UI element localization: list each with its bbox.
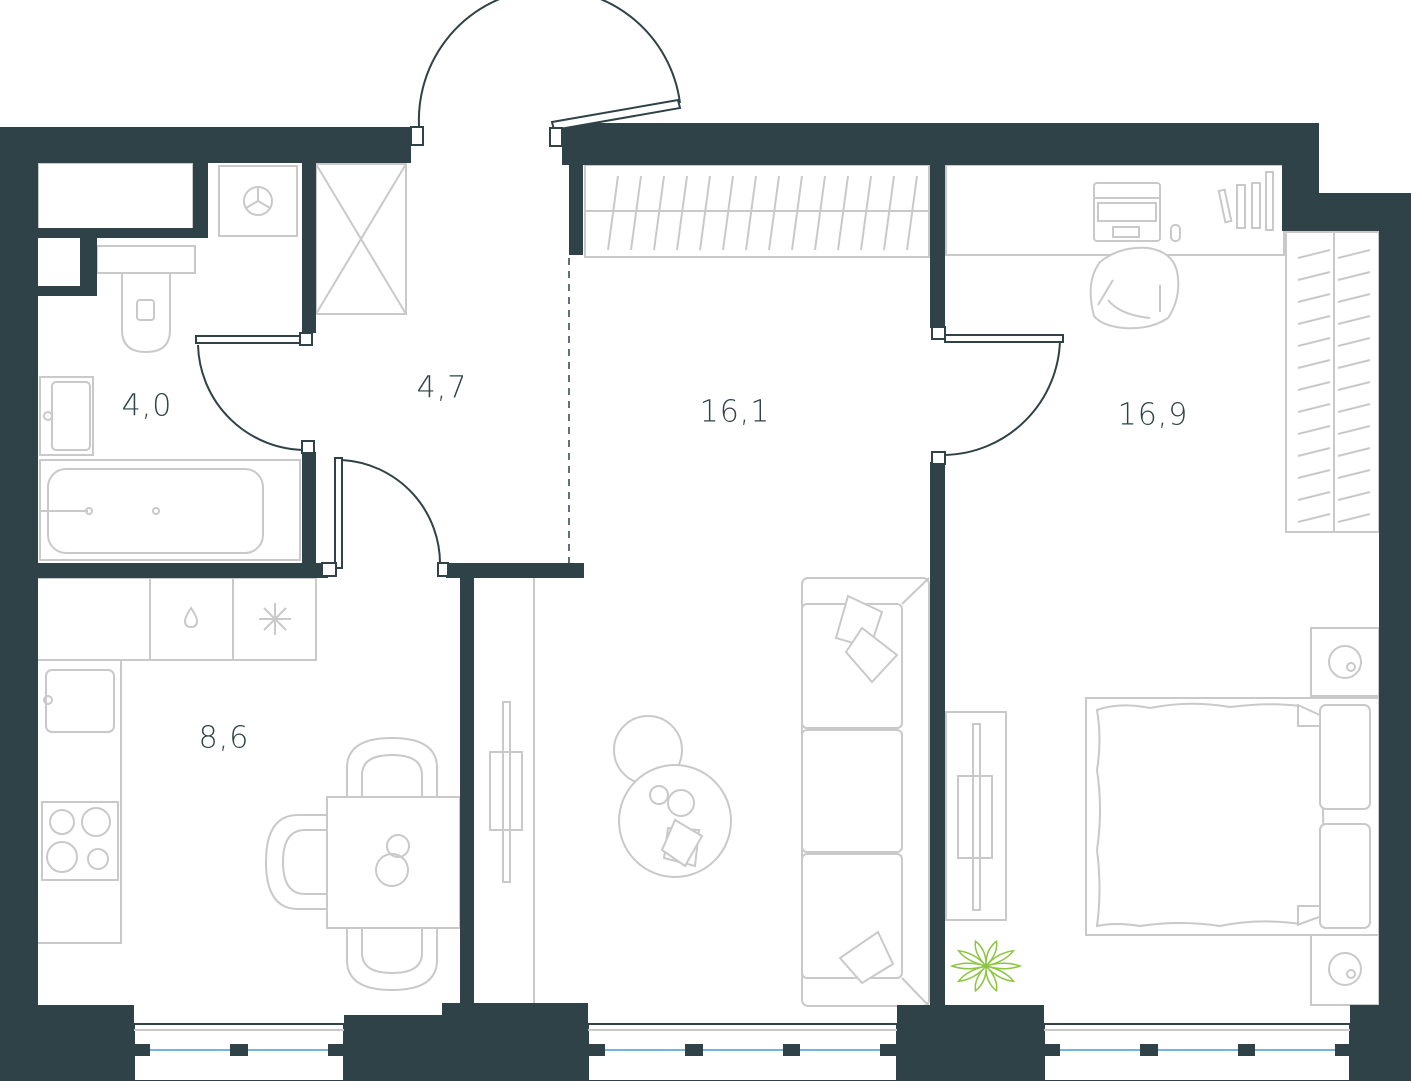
plant-leaf (949, 962, 987, 970)
coffee-table (613, 715, 732, 878)
hatch-line (1337, 491, 1371, 501)
hatch-line (1337, 447, 1371, 457)
hatch-line (1337, 293, 1371, 303)
hatch-line (1337, 271, 1371, 281)
hatch-line (1297, 491, 1331, 501)
hatch-line (1297, 447, 1331, 457)
hatch-line (1297, 293, 1331, 303)
dining-set (264, 736, 461, 992)
washing-machine-icon (218, 165, 298, 237)
plant-leaf (974, 939, 987, 967)
entrance-door (410, 0, 682, 147)
kitchen-sink-icon (43, 669, 115, 733)
shower-cabin-icon (315, 163, 407, 315)
hatch-line (1337, 359, 1371, 369)
doors (195, 0, 1064, 577)
hatch-line (1337, 403, 1371, 413)
tv-stand (945, 711, 1007, 921)
storage-box (37, 162, 194, 234)
hatch-line (883, 175, 895, 251)
plant-leaf (956, 949, 987, 967)
plant-leaf (974, 965, 987, 993)
bathtub-icon (39, 459, 301, 561)
hatch-line (1297, 469, 1331, 479)
hatch-line (1297, 359, 1331, 369)
bed (1085, 697, 1380, 936)
hatch-line (630, 175, 642, 251)
hatch-line (1297, 337, 1331, 347)
hatch-line (1337, 469, 1371, 479)
toilet-icon (96, 245, 196, 354)
bathroom-door (195, 332, 315, 454)
hatch-line (768, 175, 780, 251)
hatch-line (653, 175, 665, 251)
hatch-line (1297, 381, 1331, 391)
plant-leaf (985, 965, 1016, 983)
plant-leaf (985, 962, 1023, 970)
kitchen-door (321, 457, 449, 577)
hatch-line (1337, 337, 1371, 347)
furniture (37, 162, 1380, 1007)
windows (133, 1023, 1351, 1081)
walls (0, 123, 1411, 1081)
hatch-line (1337, 381, 1371, 391)
room-area-hall: 4,7 (416, 370, 468, 406)
sofa (801, 577, 930, 1007)
plant-icon (949, 939, 1023, 993)
hatch-line (1337, 513, 1371, 523)
plant-leaf (985, 949, 1016, 967)
room-area-bathroom: 4,0 (121, 388, 173, 424)
hatch-line (1337, 425, 1371, 435)
room-area-kitchen: 8,6 (198, 720, 250, 756)
hatch-line (1297, 403, 1331, 413)
plant-leaf (985, 965, 998, 993)
hatch-line (860, 175, 872, 251)
hatch-line (1297, 315, 1331, 325)
plant-leaf (985, 939, 998, 967)
hatch-line (837, 175, 849, 251)
living-wardrobe (584, 164, 930, 258)
books-icon (1217, 171, 1274, 231)
nightstand (1310, 934, 1380, 1006)
cooktop-icon (41, 801, 119, 881)
plant-leaf (956, 965, 987, 983)
room-area-bedroom: 16,9 (1117, 397, 1189, 433)
desk-chair (1089, 246, 1180, 330)
hatch-line (607, 175, 619, 251)
snowflake-icon (259, 603, 291, 635)
cushion (838, 930, 895, 985)
bedroom-wardrobe (1285, 231, 1380, 533)
laptop-icon (1093, 182, 1181, 242)
hatch-line (1297, 513, 1331, 523)
washbasin-icon (39, 376, 94, 456)
hatch-line (906, 175, 918, 251)
hatch-line (1297, 249, 1331, 259)
hatch-line (722, 175, 734, 251)
hatch-line (1297, 271, 1331, 281)
hatch-line (1337, 249, 1371, 259)
hatch-line (814, 175, 826, 251)
water-drop-icon (183, 606, 199, 629)
hatch-line (1297, 425, 1331, 435)
bedroom-door (931, 326, 1064, 465)
hatch-line (791, 175, 803, 251)
cushion (844, 626, 899, 684)
hatch-line (745, 175, 757, 251)
hall-wardrobe (489, 578, 535, 1005)
hatch-line (676, 175, 688, 251)
hatch-line (699, 175, 711, 251)
room-area-living-room: 16,1 (699, 394, 771, 430)
hatch-line (1337, 315, 1371, 325)
nightstand (1310, 627, 1380, 697)
